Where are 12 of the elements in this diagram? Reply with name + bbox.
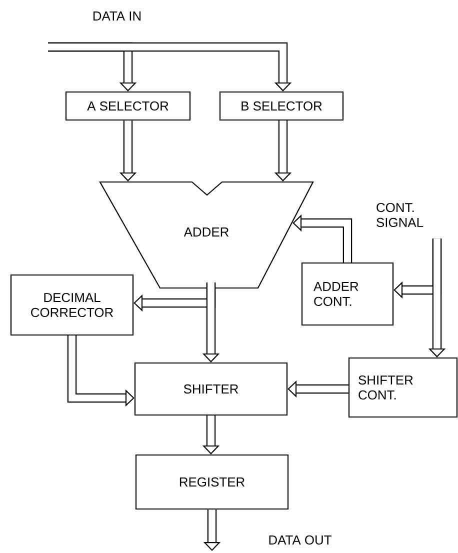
arrow (48, 42, 292, 92)
selector-box: B SELECTOR (219, 91, 344, 121)
input-label: DATA IN (93, 12, 141, 20)
control-signal-label: CONT. SIGNAL (376, 202, 424, 228)
control-box: ADDER CONT. (301, 262, 394, 326)
output-label: DATA OUT (269, 535, 332, 545)
shifter-box: SHIFTER (134, 362, 288, 416)
control-box: SHIFTER CONT. (348, 357, 458, 418)
corrector-box: DECIMAL CORRECTOR (10, 274, 134, 336)
register-box: REGISTER (135, 454, 289, 510)
selector-box: A SELECTOR (65, 91, 191, 121)
adder-trapezoid: ADDER (99, 181, 314, 289)
